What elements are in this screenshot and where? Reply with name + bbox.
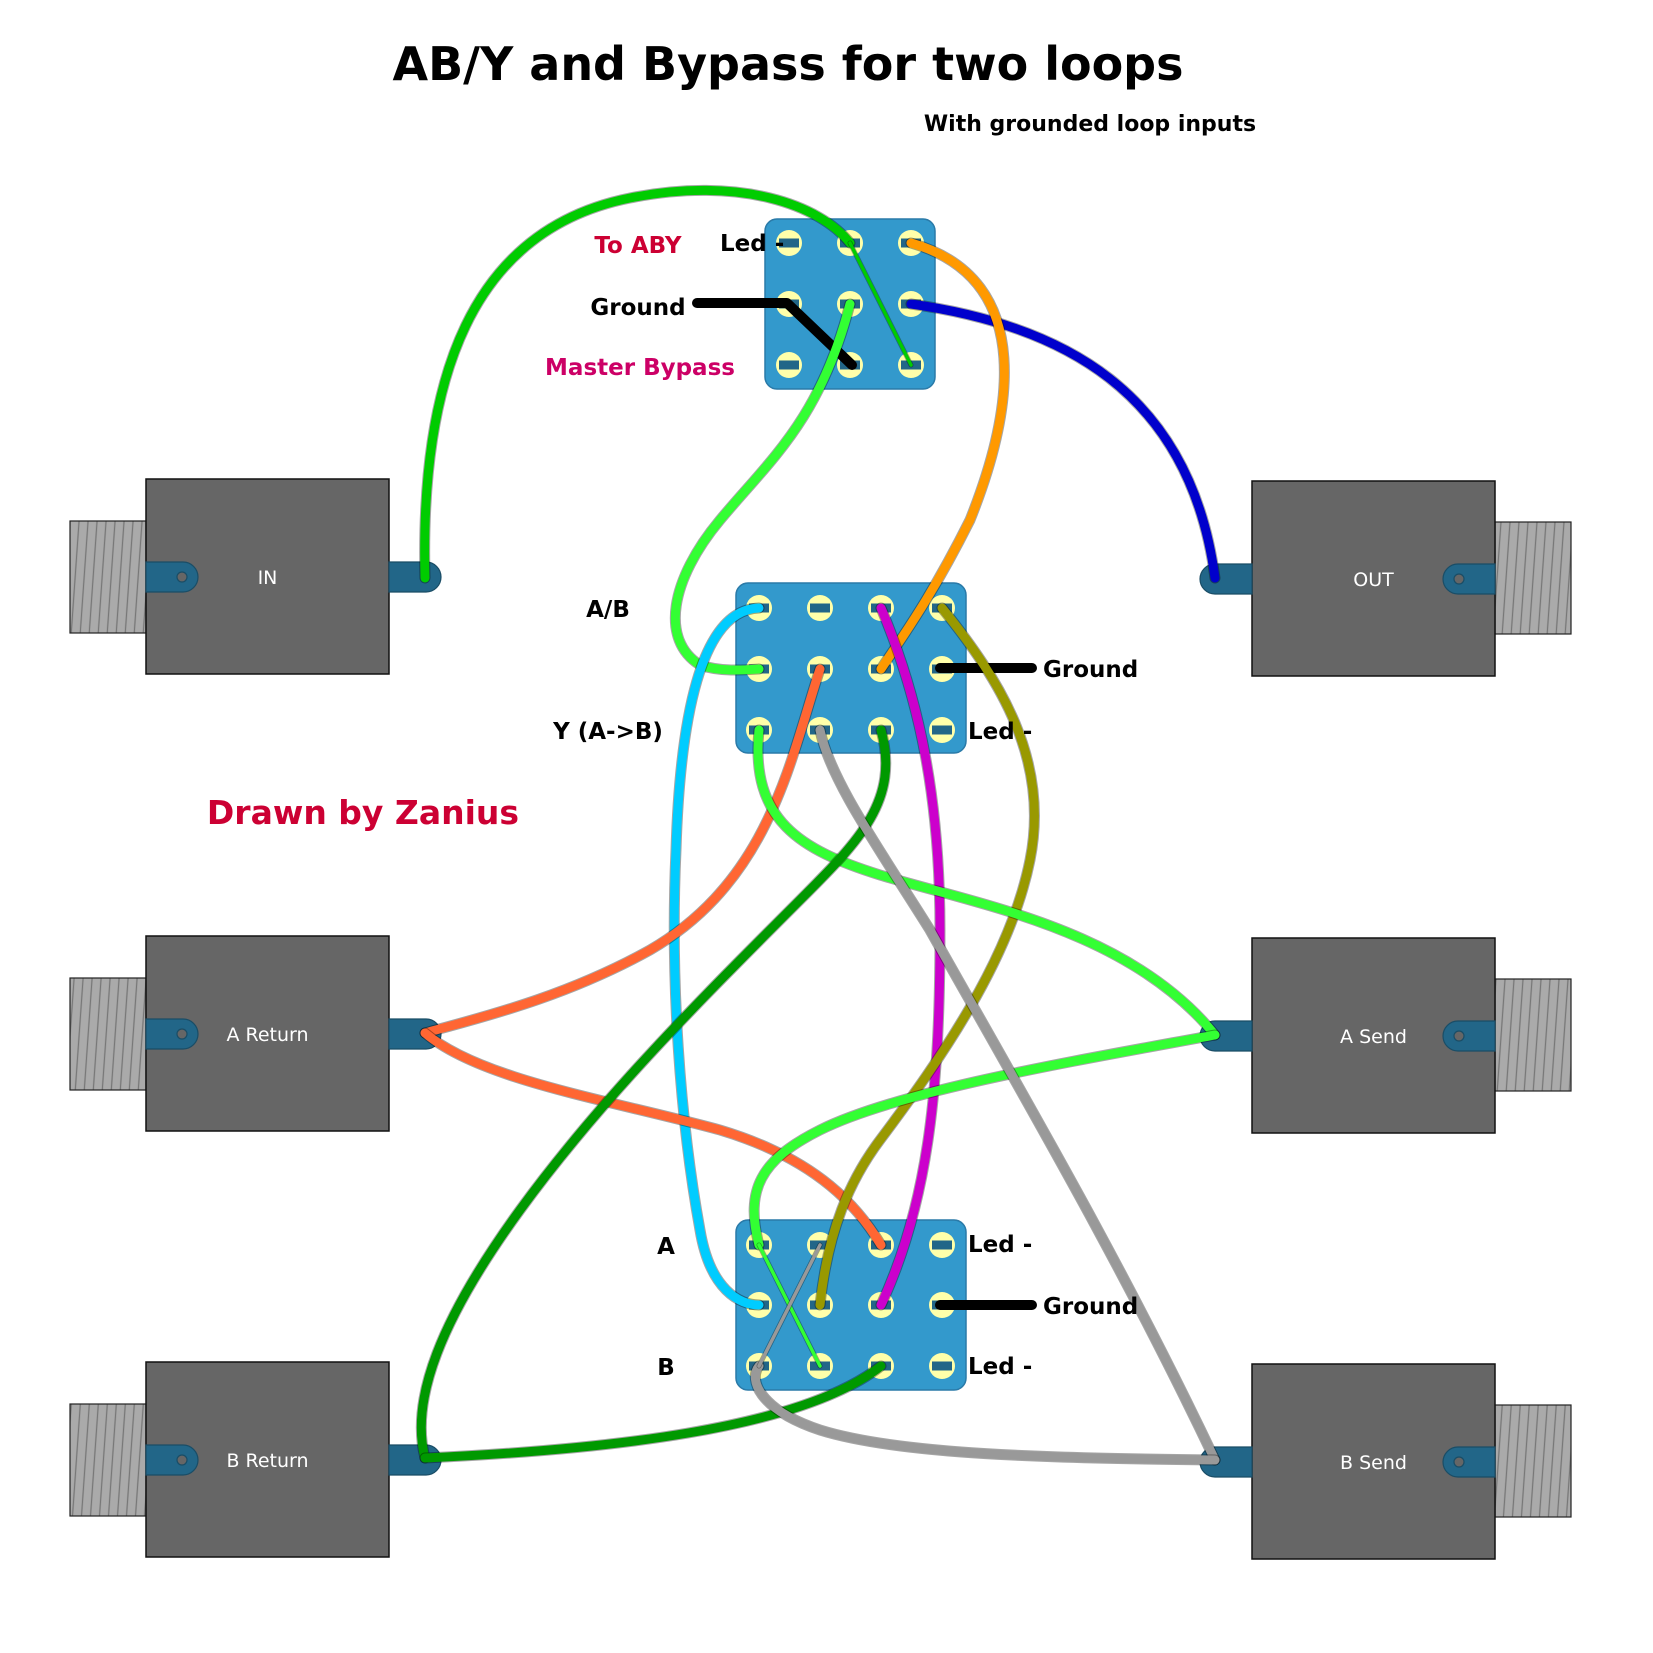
tip-lug xyxy=(388,561,442,593)
wire-master-to-aby xyxy=(669,298,856,676)
wire-in-to-master xyxy=(419,184,914,584)
diagram-title: AB/Y and Bypass for two loops xyxy=(392,37,1183,91)
sleeve-lug xyxy=(145,1018,199,1050)
switch-lug xyxy=(929,1353,955,1379)
wire-aby-olive xyxy=(814,602,1040,1311)
label-a: A xyxy=(657,1234,675,1260)
wire-areturn-to-ab xyxy=(419,1027,887,1251)
lug-slot xyxy=(932,725,952,735)
lug-slot xyxy=(810,603,830,613)
wire-core xyxy=(876,603,945,1310)
jack-thread xyxy=(1494,978,1572,1092)
jack-thread xyxy=(1494,1404,1572,1518)
tip-lug xyxy=(1199,563,1253,595)
jack-a-send: A Send xyxy=(1199,937,1572,1134)
aby-switch-labels: A/B Y (A->B) Ground Led - xyxy=(552,597,1138,745)
wire-aby-grey xyxy=(814,724,1221,1466)
wire-aby-orange-red xyxy=(419,663,826,1039)
label-to-aby: To ABY xyxy=(594,233,682,259)
jack-thread xyxy=(1494,521,1572,635)
lug-hole xyxy=(176,1454,188,1466)
sleeve-lug xyxy=(1442,563,1496,595)
jack-label: A Send xyxy=(1340,1026,1407,1048)
jack-label: OUT xyxy=(1353,569,1394,591)
wire-core xyxy=(876,238,1009,674)
jack-b-return: B Return xyxy=(69,1361,442,1558)
switch-lug xyxy=(776,230,802,256)
wire-breturn-ab xyxy=(419,1360,887,1464)
ab-switch xyxy=(735,1219,967,1391)
wire-aby-magenta xyxy=(875,602,946,1311)
lug-slot xyxy=(779,360,799,370)
wire-jumper xyxy=(848,241,913,367)
wire-jumper xyxy=(757,1243,822,1368)
jack-label: B Return xyxy=(226,1450,308,1472)
lug-hole xyxy=(176,1028,188,1040)
jack-in: IN xyxy=(69,478,442,675)
wire-aby-darkgreen xyxy=(415,724,892,1464)
label-y: Y (A->B) xyxy=(552,719,663,745)
jack-thread xyxy=(69,1403,147,1517)
jack-b-send: B Send xyxy=(1199,1363,1572,1560)
label-master-ground: Ground xyxy=(590,295,685,321)
label-master-bypass: Master Bypass xyxy=(545,355,735,381)
jack-label: B Send xyxy=(1340,1452,1407,1474)
wire-bsend-ab xyxy=(749,1242,1221,1466)
wire-aby-cyan xyxy=(668,602,765,1311)
jack-label: A Return xyxy=(226,1024,308,1046)
wire-core xyxy=(670,299,855,675)
jack-a-return: A Return xyxy=(69,935,442,1132)
wire-outline xyxy=(748,1029,1221,1251)
credit-label: Drawn by Zanius xyxy=(207,793,519,832)
sleeve-lug xyxy=(1442,1020,1496,1052)
wire-core xyxy=(815,603,1039,1310)
lug-slot xyxy=(779,238,799,248)
aby-switch xyxy=(735,582,967,754)
master-switch-labels: To ABY Led - Ground Master Bypass xyxy=(545,231,784,381)
wire-core xyxy=(420,664,825,1038)
lug-slot xyxy=(932,1240,952,1250)
switch-lug xyxy=(807,595,833,621)
switch-lug xyxy=(776,352,802,378)
wire-core xyxy=(669,603,764,1310)
sleeve-lug xyxy=(145,561,199,593)
jack-out: OUT xyxy=(1199,480,1572,677)
wire-core xyxy=(906,299,1220,583)
jack-thread xyxy=(69,977,147,1091)
wire-core xyxy=(749,1030,1220,1250)
label-aby-ground: Ground xyxy=(1043,657,1138,683)
ab-switch-labels: A B Led - Ground Led - xyxy=(657,1232,1138,1381)
tip-lug xyxy=(388,1018,442,1050)
wire-core xyxy=(750,1361,1220,1465)
label-aby-led: Led - xyxy=(968,719,1032,745)
wire-core xyxy=(420,185,855,583)
lug-slot xyxy=(932,1361,952,1371)
label-ab: A/B xyxy=(586,597,630,623)
lug-hole xyxy=(1453,1456,1465,1468)
lug-hole xyxy=(1453,573,1465,585)
label-ab-led-top: Led - xyxy=(968,1232,1032,1258)
label-ab-led-bottom: Led - xyxy=(968,1354,1032,1380)
wire-master-orange xyxy=(875,237,1010,675)
jacks: IN OUT A Return A Send B Return B Send xyxy=(69,478,1572,1560)
label-master-led: Led - xyxy=(720,231,784,257)
wire-core xyxy=(815,725,1220,1465)
sleeve-lug xyxy=(1442,1446,1496,1478)
wire-master-out xyxy=(905,298,1221,584)
diagram-subtitle: With grounded loop inputs xyxy=(924,112,1256,137)
wires xyxy=(415,184,1221,1466)
lug-hole xyxy=(176,571,188,583)
wire-core xyxy=(420,1028,886,1250)
ground-wire-master xyxy=(692,298,857,370)
wire-core xyxy=(420,1361,886,1463)
label-b: B xyxy=(657,1355,675,1381)
jack-thread xyxy=(69,520,147,634)
switch-lug xyxy=(929,717,955,743)
label-ab-ground: Ground xyxy=(1043,1294,1138,1320)
switch-lug xyxy=(929,1232,955,1258)
sleeve-lug xyxy=(145,1444,199,1476)
jack-label: IN xyxy=(258,567,278,589)
wire-core xyxy=(416,725,891,1463)
lug-hole xyxy=(1453,1030,1465,1042)
